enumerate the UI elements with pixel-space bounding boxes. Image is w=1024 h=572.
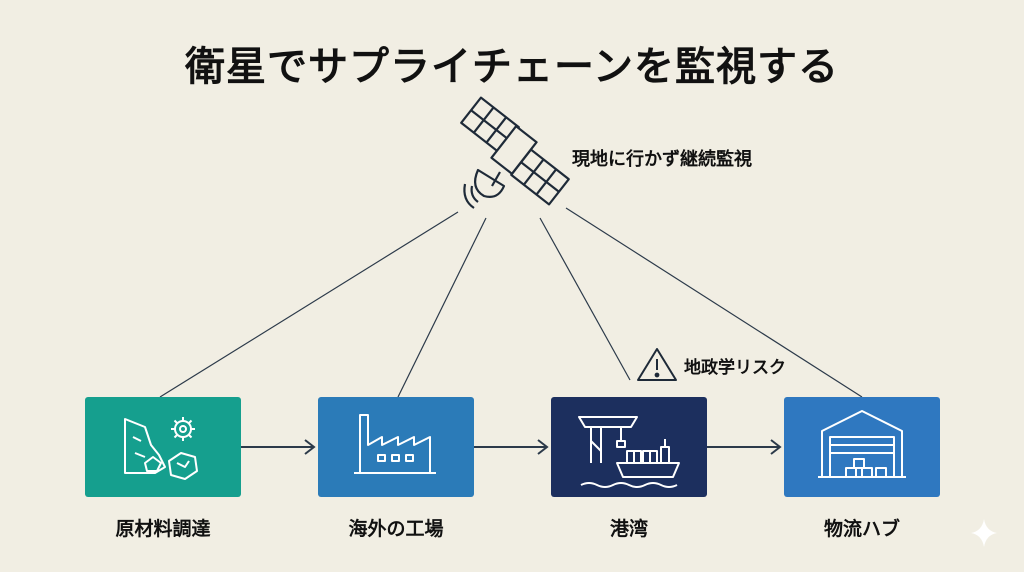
satellite-icon [460,96,570,209]
sparkle-icon [971,519,997,547]
node-label-logistics-hub: 物流ハブ [823,518,900,540]
warehouse-icon [818,410,906,478]
node-label-factory: 海外の工場 [348,518,444,540]
raw-materials-icon [124,417,198,480]
uplink-line-raw-materials [159,211,459,398]
node-logistics-hub [784,397,940,497]
node-raw-materials [85,397,241,497]
node-label-raw-materials: 原材料調達 [115,518,211,540]
node-factory [318,397,474,497]
node-label-port: 港湾 [609,518,648,540]
uplink-line-factory [397,217,487,398]
page-title: 衛星でサプライチェーンを監視する [185,44,839,90]
warning-icon [637,348,677,381]
risk-caption: 地政学リスク [684,358,786,378]
satellite-caption: 現地に行かず継続監視 [572,149,752,170]
node-port [551,397,707,497]
uplink-line-port [539,217,631,381]
port-icon [578,416,680,488]
uplink-line-hub [565,207,863,398]
factory-icon [354,414,436,474]
